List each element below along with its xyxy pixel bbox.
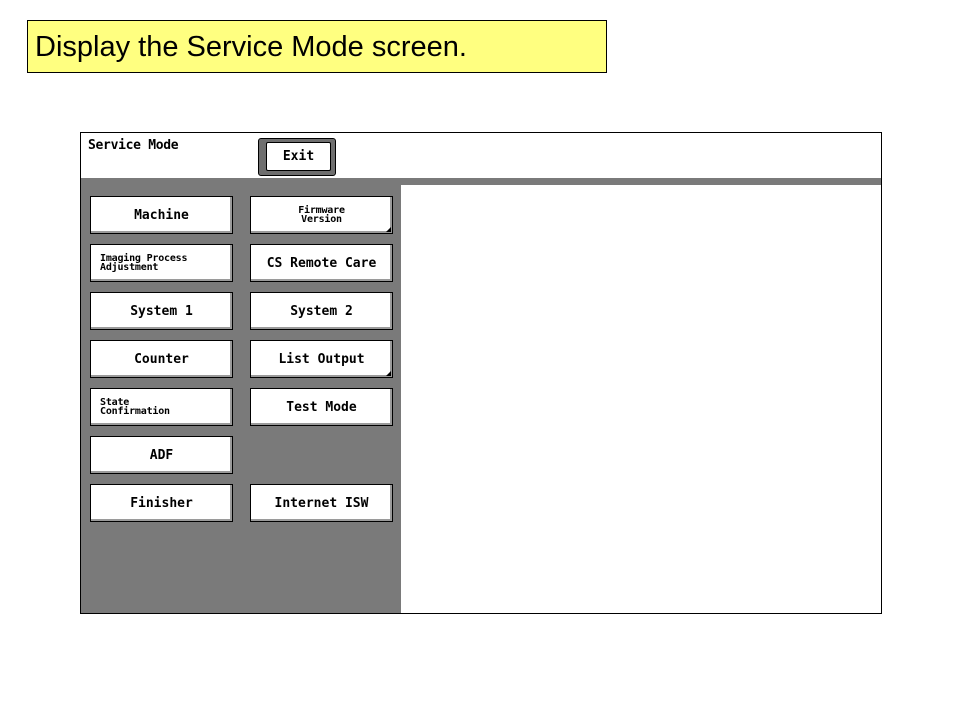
menu-area: Machine Firmware Version Imaging Process…: [81, 185, 401, 613]
content-area: [401, 185, 881, 613]
header-divider: [81, 178, 881, 185]
imaging-process-adjustment-button[interactable]: Imaging Process Adjustment: [90, 244, 233, 282]
service-mode-panel: Service Mode Exit Machine Firmware Versi…: [80, 132, 882, 614]
list-output-label: List Output: [278, 351, 365, 367]
imaging-process-label-line2: Adjustment: [100, 262, 159, 273]
panel-header: Service Mode Exit: [81, 133, 881, 178]
exit-button[interactable]: Exit: [258, 138, 336, 176]
state-confirmation-label-line1: State: [100, 397, 130, 408]
adf-button[interactable]: ADF: [90, 436, 233, 474]
counter-button[interactable]: Counter: [90, 340, 233, 378]
finisher-button[interactable]: Finisher: [90, 484, 233, 522]
internet-isw-button[interactable]: Internet ISW: [250, 484, 393, 522]
list-output-button[interactable]: List Output: [250, 340, 393, 378]
cs-remote-care-button[interactable]: CS Remote Care: [250, 244, 393, 282]
imaging-process-label-line1: Imaging Process: [100, 253, 188, 264]
firmware-version-label-line2: Version: [301, 214, 342, 225]
submenu-indicator-icon: [386, 227, 391, 232]
state-confirmation-label-line2: Confirmation: [100, 406, 170, 417]
machine-button[interactable]: Machine: [90, 196, 233, 234]
test-mode-button[interactable]: Test Mode: [250, 388, 393, 426]
exit-button-label: Exit: [266, 142, 331, 171]
state-confirmation-button[interactable]: State Confirmation: [90, 388, 233, 426]
system-1-button[interactable]: System 1: [90, 292, 233, 330]
firmware-version-button[interactable]: Firmware Version: [250, 196, 393, 234]
firmware-version-label-line1: Firmware: [298, 205, 345, 216]
submenu-indicator-icon: [386, 371, 391, 376]
screen-title: Service Mode: [88, 138, 179, 153]
slide-caption: Display the Service Mode screen.: [27, 20, 607, 73]
system-2-button[interactable]: System 2: [250, 292, 393, 330]
